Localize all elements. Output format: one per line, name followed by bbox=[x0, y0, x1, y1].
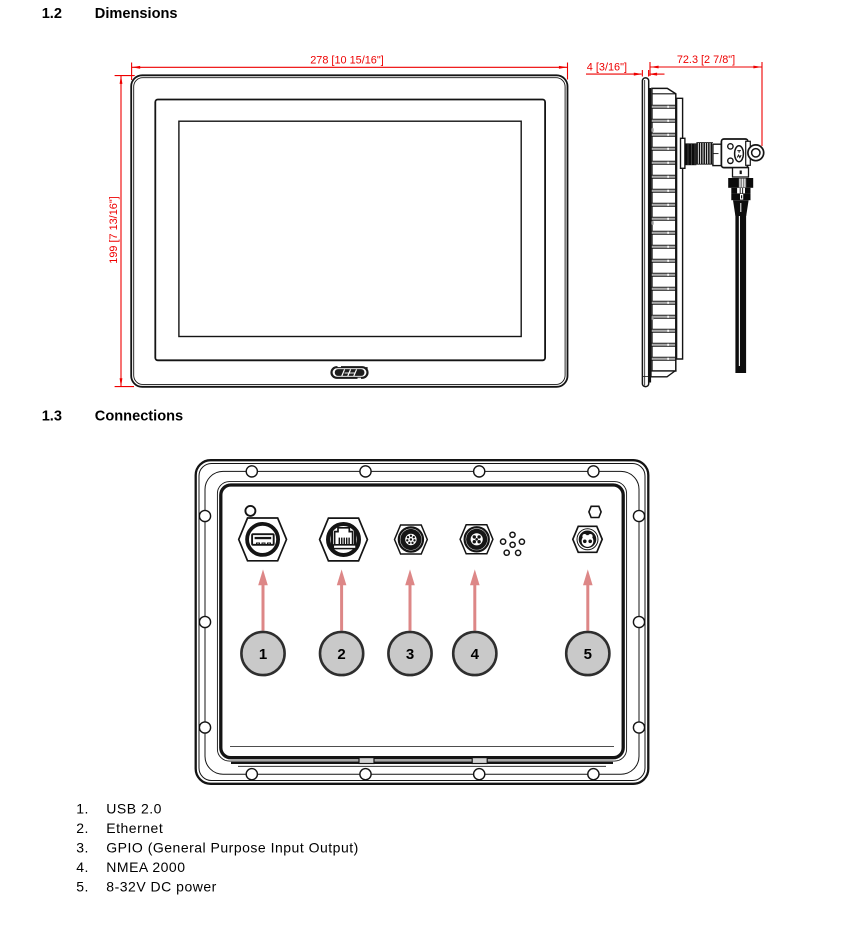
svg-text:1.: 1. bbox=[76, 800, 89, 816]
svg-text:1.3: 1.3 bbox=[42, 408, 62, 424]
svg-text:2: 2 bbox=[337, 646, 345, 663]
svg-text:3.: 3. bbox=[76, 839, 89, 855]
svg-text:3: 3 bbox=[406, 646, 414, 663]
svg-text:5.: 5. bbox=[76, 878, 89, 894]
svg-text:4.: 4. bbox=[76, 859, 89, 875]
svg-text:GPIO (General Purpose Input Ou: GPIO (General Purpose Input Output) bbox=[106, 839, 359, 855]
svg-text:5: 5 bbox=[584, 646, 592, 663]
svg-text:4: 4 bbox=[471, 646, 480, 663]
svg-text:1: 1 bbox=[259, 646, 267, 663]
svg-text:Connections: Connections bbox=[95, 408, 183, 424]
svg-text:Dimensions: Dimensions bbox=[95, 6, 178, 22]
svg-text:Ethernet: Ethernet bbox=[106, 820, 163, 836]
svg-text:2.: 2. bbox=[76, 820, 89, 836]
svg-text:72.3 [2 7/8"]: 72.3 [2 7/8"] bbox=[677, 54, 735, 66]
svg-text:278 [10 15/16"]: 278 [10 15/16"] bbox=[310, 55, 384, 67]
svg-text:USB 2.0: USB 2.0 bbox=[106, 800, 162, 816]
svg-text:4 [3/16"]: 4 [3/16"] bbox=[587, 62, 627, 74]
svg-text:199 [7 13/16"]: 199 [7 13/16"] bbox=[108, 196, 120, 263]
svg-text:NMEA 2000: NMEA 2000 bbox=[106, 859, 185, 875]
svg-text:1.2: 1.2 bbox=[42, 6, 62, 22]
svg-text:8-32V DC power: 8-32V DC power bbox=[106, 878, 217, 894]
